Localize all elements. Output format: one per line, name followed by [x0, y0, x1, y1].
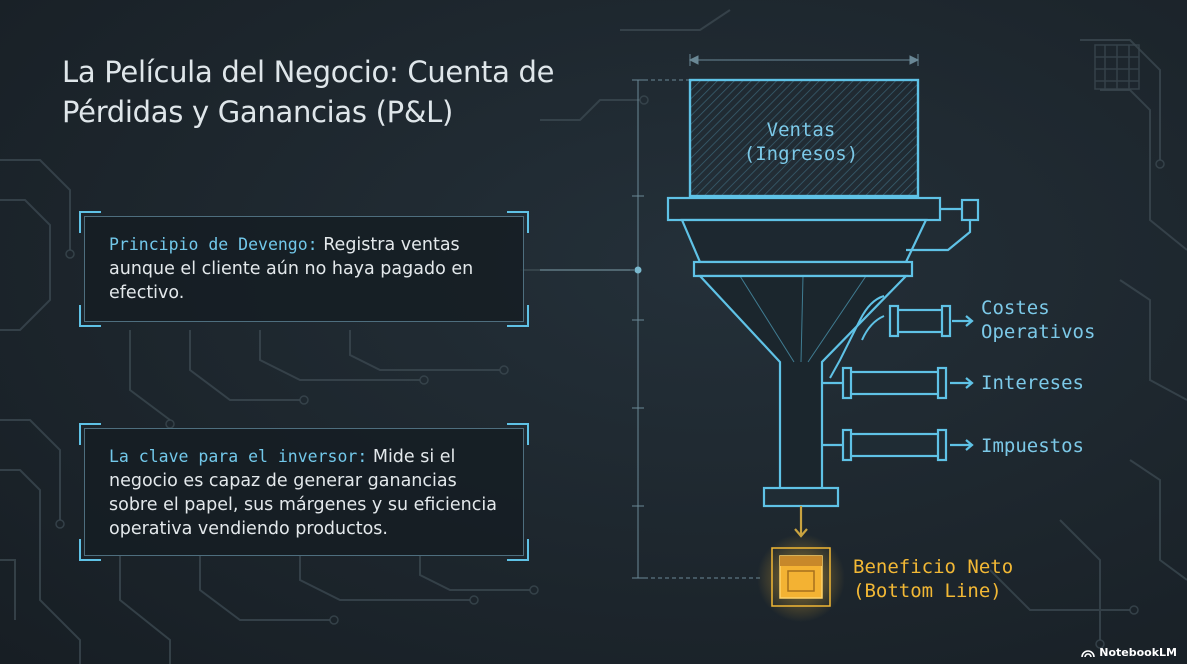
notebooklm-logo-icon	[1081, 649, 1096, 657]
label-beneficio-neto: Beneficio Neto (Bottom Line)	[853, 555, 1013, 603]
bracket-corner	[507, 539, 529, 561]
label-line: Costes	[981, 297, 1050, 319]
callout-text: La clave para el inversor: Mide si el ne…	[109, 445, 509, 541]
bracket-corner	[79, 539, 101, 561]
beneficio-box	[757, 534, 845, 622]
label-line: Impuestos	[981, 435, 1084, 457]
dimension-lines	[540, 54, 920, 579]
callout-text: Principio de Devengo: Registra ventas au…	[109, 233, 509, 305]
label-line: Operativos	[981, 321, 1096, 343]
label-line: Ventas	[766, 119, 836, 141]
callout-body: Registra ventas aunque el cliente aún no…	[109, 235, 474, 303]
label-intereses: Intereses	[981, 371, 1084, 395]
bracket-corner	[79, 211, 101, 233]
label-line: Beneficio Neto	[853, 556, 1014, 578]
page-title: La Película del Negocio: Cuenta de Pérdi…	[62, 55, 555, 129]
label-line: (Bottom Line)	[853, 580, 1002, 602]
label-line: Intereses	[981, 372, 1084, 394]
bracket-corner	[507, 211, 529, 233]
label-costes-operativos: Costes Operativos	[981, 296, 1095, 344]
callout-principio-devengo: Principio de Devengo: Registra ventas au…	[79, 211, 529, 327]
funnel-body	[666, 78, 980, 538]
label-line: (Ingresos)	[743, 143, 859, 165]
callout-clave-inversor: La clave para el inversor: Mide si el ne…	[79, 423, 529, 561]
notebooklm-brand: NotebookLM	[1081, 646, 1177, 659]
label-ventas: Ventas (Ingresos)	[716, 118, 886, 166]
dimension-node	[634, 266, 642, 274]
bracket-corner	[79, 305, 101, 327]
bracket-corner	[507, 305, 529, 327]
bracket-corner	[507, 423, 529, 445]
bracket-corner	[79, 423, 101, 445]
label-impuestos: Impuestos	[981, 434, 1084, 458]
callout-body: Mide si el negocio es capaz de generar g…	[109, 447, 497, 539]
brand-name: NotebookLM	[1099, 646, 1177, 659]
callout-key: La clave para el inversor:	[109, 447, 368, 466]
callout-key: Principio de Devengo:	[109, 235, 318, 254]
